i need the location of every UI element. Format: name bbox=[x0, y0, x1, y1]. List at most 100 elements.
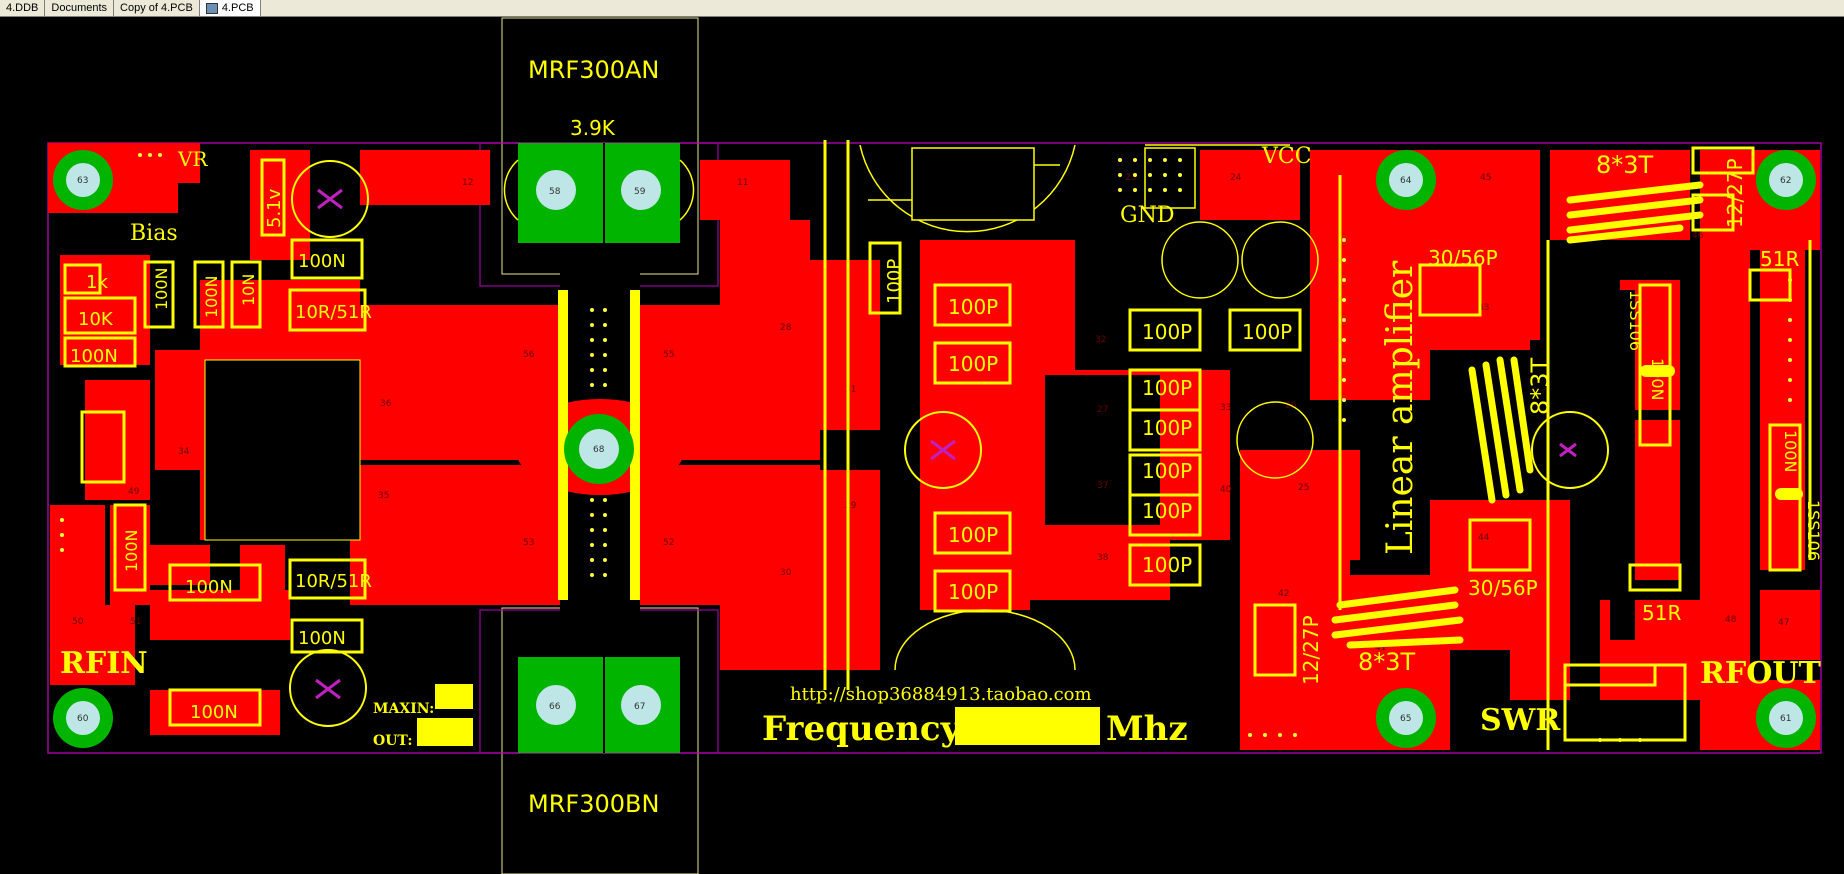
document-tab-bar: 4.DDB Documents Copy of 4.PCB 4.PCB bbox=[0, 0, 1844, 17]
svg-text:1k: 1k bbox=[86, 272, 108, 293]
svg-text:30: 30 bbox=[780, 568, 792, 578]
svg-text:100N: 100N bbox=[190, 702, 238, 723]
svg-text:OUT:: OUT: bbox=[373, 733, 413, 749]
inductor-coils bbox=[1331, 181, 1704, 649]
svg-text:34: 34 bbox=[178, 447, 190, 457]
svg-text:8*3T: 8*3T bbox=[1526, 357, 1554, 415]
rfin-label: RFIN bbox=[60, 646, 148, 681]
svg-text:100P: 100P bbox=[1142, 320, 1192, 344]
svg-text:27: 27 bbox=[1097, 405, 1108, 415]
svg-text:100P: 100P bbox=[1242, 320, 1292, 344]
svg-text:10R/51R: 10R/51R bbox=[295, 302, 372, 323]
svg-text:64: 64 bbox=[1400, 176, 1412, 186]
rfout-label: RFOUT bbox=[1700, 656, 1822, 691]
tab-pcb[interactable]: 4.PCB bbox=[199, 0, 261, 16]
svg-text:37: 37 bbox=[1097, 481, 1108, 491]
svg-text:45: 45 bbox=[1480, 173, 1491, 183]
svg-text:11: 11 bbox=[737, 178, 748, 188]
frequency-label: Frequency bbox=[762, 709, 962, 749]
tab-documents[interactable]: Documents bbox=[45, 0, 115, 16]
svg-text:5.1v: 5.1v bbox=[264, 188, 285, 228]
svg-text:42: 42 bbox=[1278, 589, 1289, 599]
svg-text:10R/51R: 10R/51R bbox=[295, 571, 372, 592]
svg-text:29: 29 bbox=[845, 501, 857, 511]
svg-text:100N: 100N bbox=[298, 251, 346, 272]
svg-text:30/56P: 30/56P bbox=[1468, 576, 1538, 600]
svg-text:35: 35 bbox=[378, 491, 389, 501]
transistor-pads bbox=[503, 143, 695, 753]
tab-ddb[interactable]: 4.DDB bbox=[0, 0, 46, 16]
svg-text:38: 38 bbox=[1097, 553, 1109, 563]
svg-text:23: 23 bbox=[1125, 173, 1136, 183]
svg-text:12: 12 bbox=[462, 178, 473, 188]
svg-text:66: 66 bbox=[549, 702, 561, 712]
svg-text:100N: 100N bbox=[202, 275, 221, 318]
svg-text:10N: 10N bbox=[239, 274, 258, 306]
svg-text:56: 56 bbox=[523, 350, 535, 360]
svg-text:12/27P: 12/27P bbox=[1723, 158, 1747, 228]
svg-text:VR: VR bbox=[177, 147, 208, 171]
svg-text:49: 49 bbox=[128, 487, 140, 497]
svg-text:MAXIN:: MAXIN: bbox=[373, 701, 434, 717]
silkscreen-outlines bbox=[63, 140, 1812, 750]
svg-text:67: 67 bbox=[634, 702, 645, 712]
svg-text:51: 51 bbox=[130, 617, 141, 627]
svg-text:100P: 100P bbox=[948, 580, 998, 604]
svg-text:3.9K: 3.9K bbox=[570, 116, 616, 140]
svg-text:100P: 100P bbox=[884, 259, 905, 304]
shop-url: http://shop36884913.taobao.com bbox=[790, 684, 1092, 705]
svg-text:8*3T: 8*3T bbox=[1596, 151, 1654, 179]
svg-text:53: 53 bbox=[523, 538, 534, 548]
svg-text:25: 25 bbox=[1298, 483, 1309, 493]
svg-text:41: 41 bbox=[1375, 643, 1386, 653]
svg-text:61: 61 bbox=[1780, 714, 1791, 724]
pcb-doc-icon bbox=[205, 2, 218, 14]
board-title: Linear amplifier bbox=[1380, 260, 1421, 555]
tab-copy-of-pcb[interactable]: Copy of 4.PCB bbox=[114, 0, 200, 16]
svg-text:SWR: SWR bbox=[1480, 703, 1561, 738]
svg-text:100N: 100N bbox=[122, 529, 141, 572]
svg-text:58: 58 bbox=[549, 187, 561, 197]
via-array bbox=[60, 153, 1792, 742]
copper-layer bbox=[48, 143, 1820, 750]
svg-text:1SS106: 1SS106 bbox=[1626, 290, 1645, 351]
svg-text:43: 43 bbox=[1478, 303, 1489, 313]
transistor-top-label: MRF300AN bbox=[528, 56, 659, 84]
svg-text:60: 60 bbox=[77, 714, 89, 724]
silkscreen-text: MRF300AN MRF300BN 3.9K VR Bias 5.1v VCC … bbox=[60, 56, 1823, 818]
transistor-bottom-label: MRF300BN bbox=[528, 790, 659, 818]
svg-text:100N: 100N bbox=[298, 628, 346, 649]
svg-text:VCC: VCC bbox=[1261, 144, 1312, 169]
svg-text:100N: 100N bbox=[1648, 358, 1667, 401]
svg-text:50: 50 bbox=[72, 617, 84, 627]
svg-text:51R: 51R bbox=[1642, 601, 1681, 625]
svg-text:33: 33 bbox=[1220, 403, 1231, 413]
svg-text:55: 55 bbox=[663, 350, 674, 360]
svg-text:65: 65 bbox=[1400, 714, 1411, 724]
svg-text:1SS106: 1SS106 bbox=[1804, 500, 1823, 561]
svg-text:59: 59 bbox=[634, 187, 646, 197]
svg-text:100P: 100P bbox=[1142, 459, 1192, 483]
svg-text:100P: 100P bbox=[1142, 499, 1192, 523]
svg-text:8*3T: 8*3T bbox=[1358, 648, 1416, 676]
svg-text:100N: 100N bbox=[152, 267, 171, 310]
svg-text:30/56P: 30/56P bbox=[1428, 246, 1498, 270]
svg-text:31: 31 bbox=[845, 385, 856, 395]
svg-text:47: 47 bbox=[1778, 618, 1789, 628]
svg-text:100P: 100P bbox=[1142, 416, 1192, 440]
svg-text:40: 40 bbox=[1220, 485, 1232, 495]
svg-text:100P: 100P bbox=[948, 523, 998, 547]
svg-text:52: 52 bbox=[663, 538, 674, 548]
svg-text:36: 36 bbox=[380, 399, 392, 409]
svg-text:100N: 100N bbox=[70, 346, 118, 367]
svg-text:28: 28 bbox=[780, 323, 792, 333]
svg-text:GND: GND bbox=[1120, 203, 1174, 228]
svg-text:100P: 100P bbox=[1142, 376, 1192, 400]
board-outline bbox=[47, 142, 1822, 754]
trimmer-capacitors bbox=[289, 160, 1609, 727]
svg-text:100P: 100P bbox=[1142, 553, 1192, 577]
capacitor-labels: 100P 100P 100P 100P 100P 100P 100P 100P … bbox=[884, 259, 1292, 604]
svg-text:24: 24 bbox=[1230, 173, 1242, 183]
svg-text:100N: 100N bbox=[1781, 430, 1800, 473]
